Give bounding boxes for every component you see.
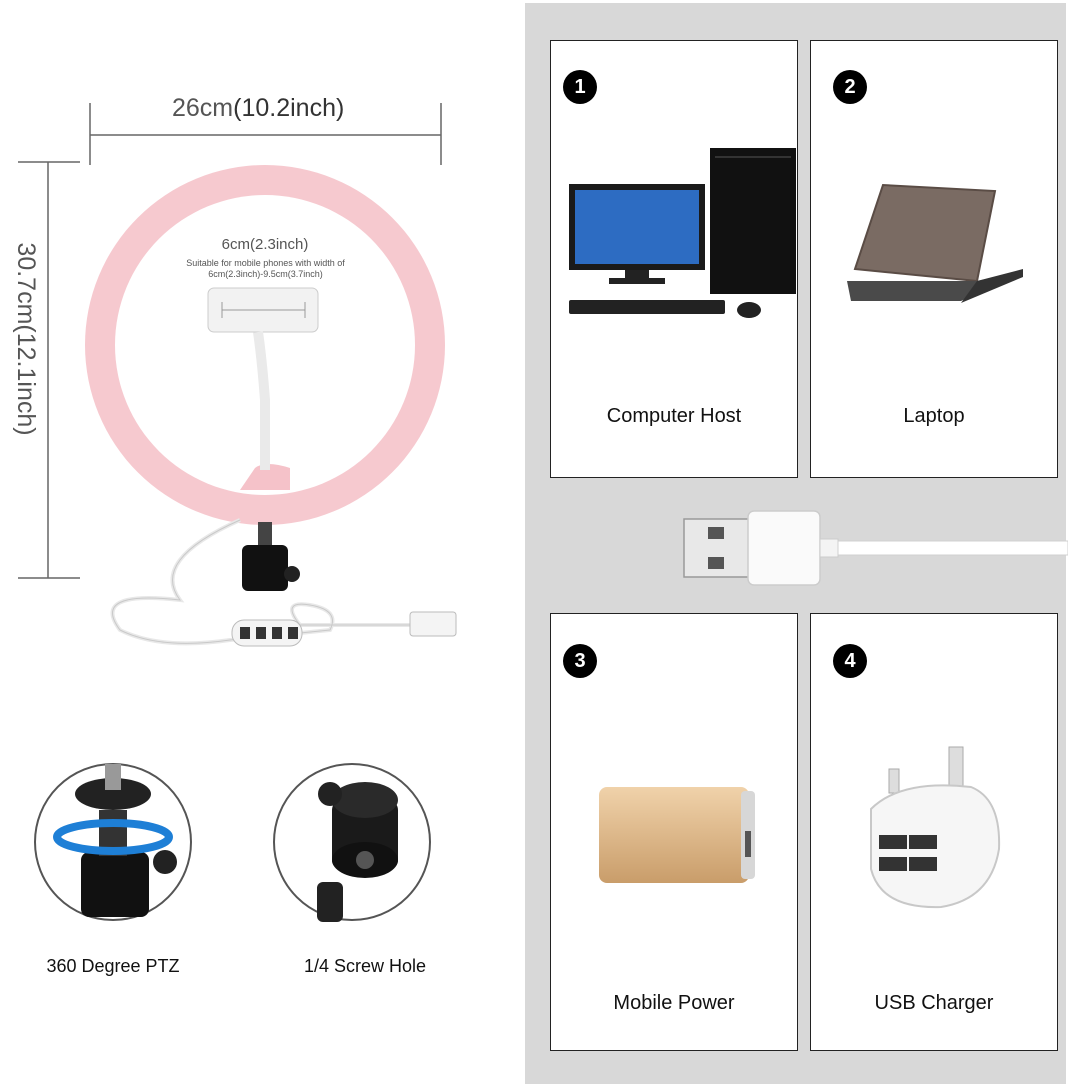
mobile-power-image <box>599 787 755 883</box>
laptop-image <box>847 183 1023 303</box>
width-dimension-label: 26cm(10.2inch) <box>172 94 344 123</box>
width-inch: (10.2inch) <box>233 94 345 122</box>
computer-host-label: Computer Host <box>606 405 742 427</box>
power-source-card-computer-host: 1 Computer Host <box>550 40 798 478</box>
number-badge: 2 <box>833 70 867 104</box>
ptz-caption: 360 Degree PTZ <box>46 956 180 976</box>
screw-hole-caption: 1/4 Screw Hole <box>304 956 427 976</box>
number-badge: 3 <box>563 644 597 678</box>
usb-charger-image <box>870 746 1001 909</box>
usb-charger-label: USB Charger <box>874 992 994 1014</box>
mobile-power-label: Mobile Power <box>613 992 735 1014</box>
holder-width-label: 6cm(2.3inch) <box>221 236 309 253</box>
laptop-label: Laptop <box>903 405 965 427</box>
power-source-card-mobile-power: 3 Mobile Power <box>550 613 798 1051</box>
number-badge: 1 <box>563 70 597 104</box>
usb-cable-image <box>683 510 1068 586</box>
screw-hole-detail-image <box>273 763 431 922</box>
computer-host-image <box>569 148 796 318</box>
power-source-card-laptop: 2 Laptop <box>810 40 1058 478</box>
width-cm: 26cm <box>172 94 234 122</box>
power-source-card-usb-charger: 4 USB Charger <box>810 613 1058 1051</box>
holder-note: Suitable for mobile phones with width of… <box>186 258 345 279</box>
number-badge: 4 <box>833 644 867 678</box>
ptz-detail-image <box>34 763 192 921</box>
